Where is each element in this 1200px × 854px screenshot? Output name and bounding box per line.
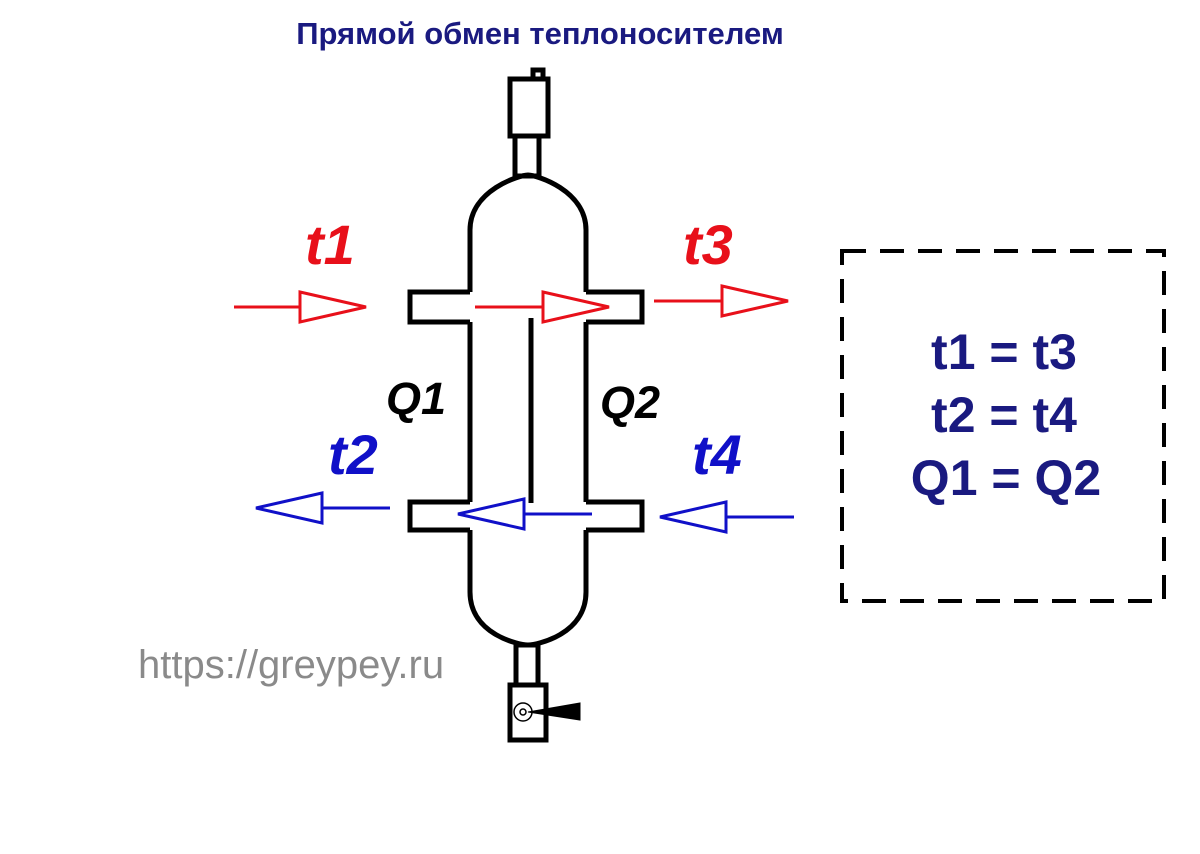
cold-arrows (255, 491, 794, 534)
arrow-t2-outlet (255, 491, 390, 525)
air-vent-icon (507, 67, 551, 179)
equation-1: t1 = t3 (931, 324, 1077, 380)
arrow-t1-inlet (234, 290, 367, 324)
label-t2: t2 (328, 423, 378, 486)
arrow-t4-inlet (659, 500, 794, 534)
arrow-internal-upper (475, 290, 610, 324)
diagram-title: Прямой обмен теплоносителем (296, 16, 784, 51)
watermark-url: https://greypey.ru (138, 643, 444, 687)
equation-3: Q1 = Q2 (911, 450, 1101, 506)
equations-box (840, 249, 1166, 603)
upper-nozzle (407, 289, 645, 325)
lower-nozzle (407, 499, 645, 533)
label-t1: t1 (305, 213, 355, 276)
arrow-t3-outlet (654, 284, 789, 318)
separator-vessel (467, 172, 589, 648)
label-q2: Q2 (600, 377, 660, 428)
drain-valve-icon (507, 642, 581, 743)
label-q1: Q1 (386, 373, 446, 424)
label-t4: t4 (692, 423, 742, 486)
arrow-internal-lower (457, 497, 592, 531)
label-t3: t3 (683, 213, 733, 276)
equation-2: t2 = t4 (931, 387, 1077, 443)
hot-arrows (234, 284, 789, 324)
